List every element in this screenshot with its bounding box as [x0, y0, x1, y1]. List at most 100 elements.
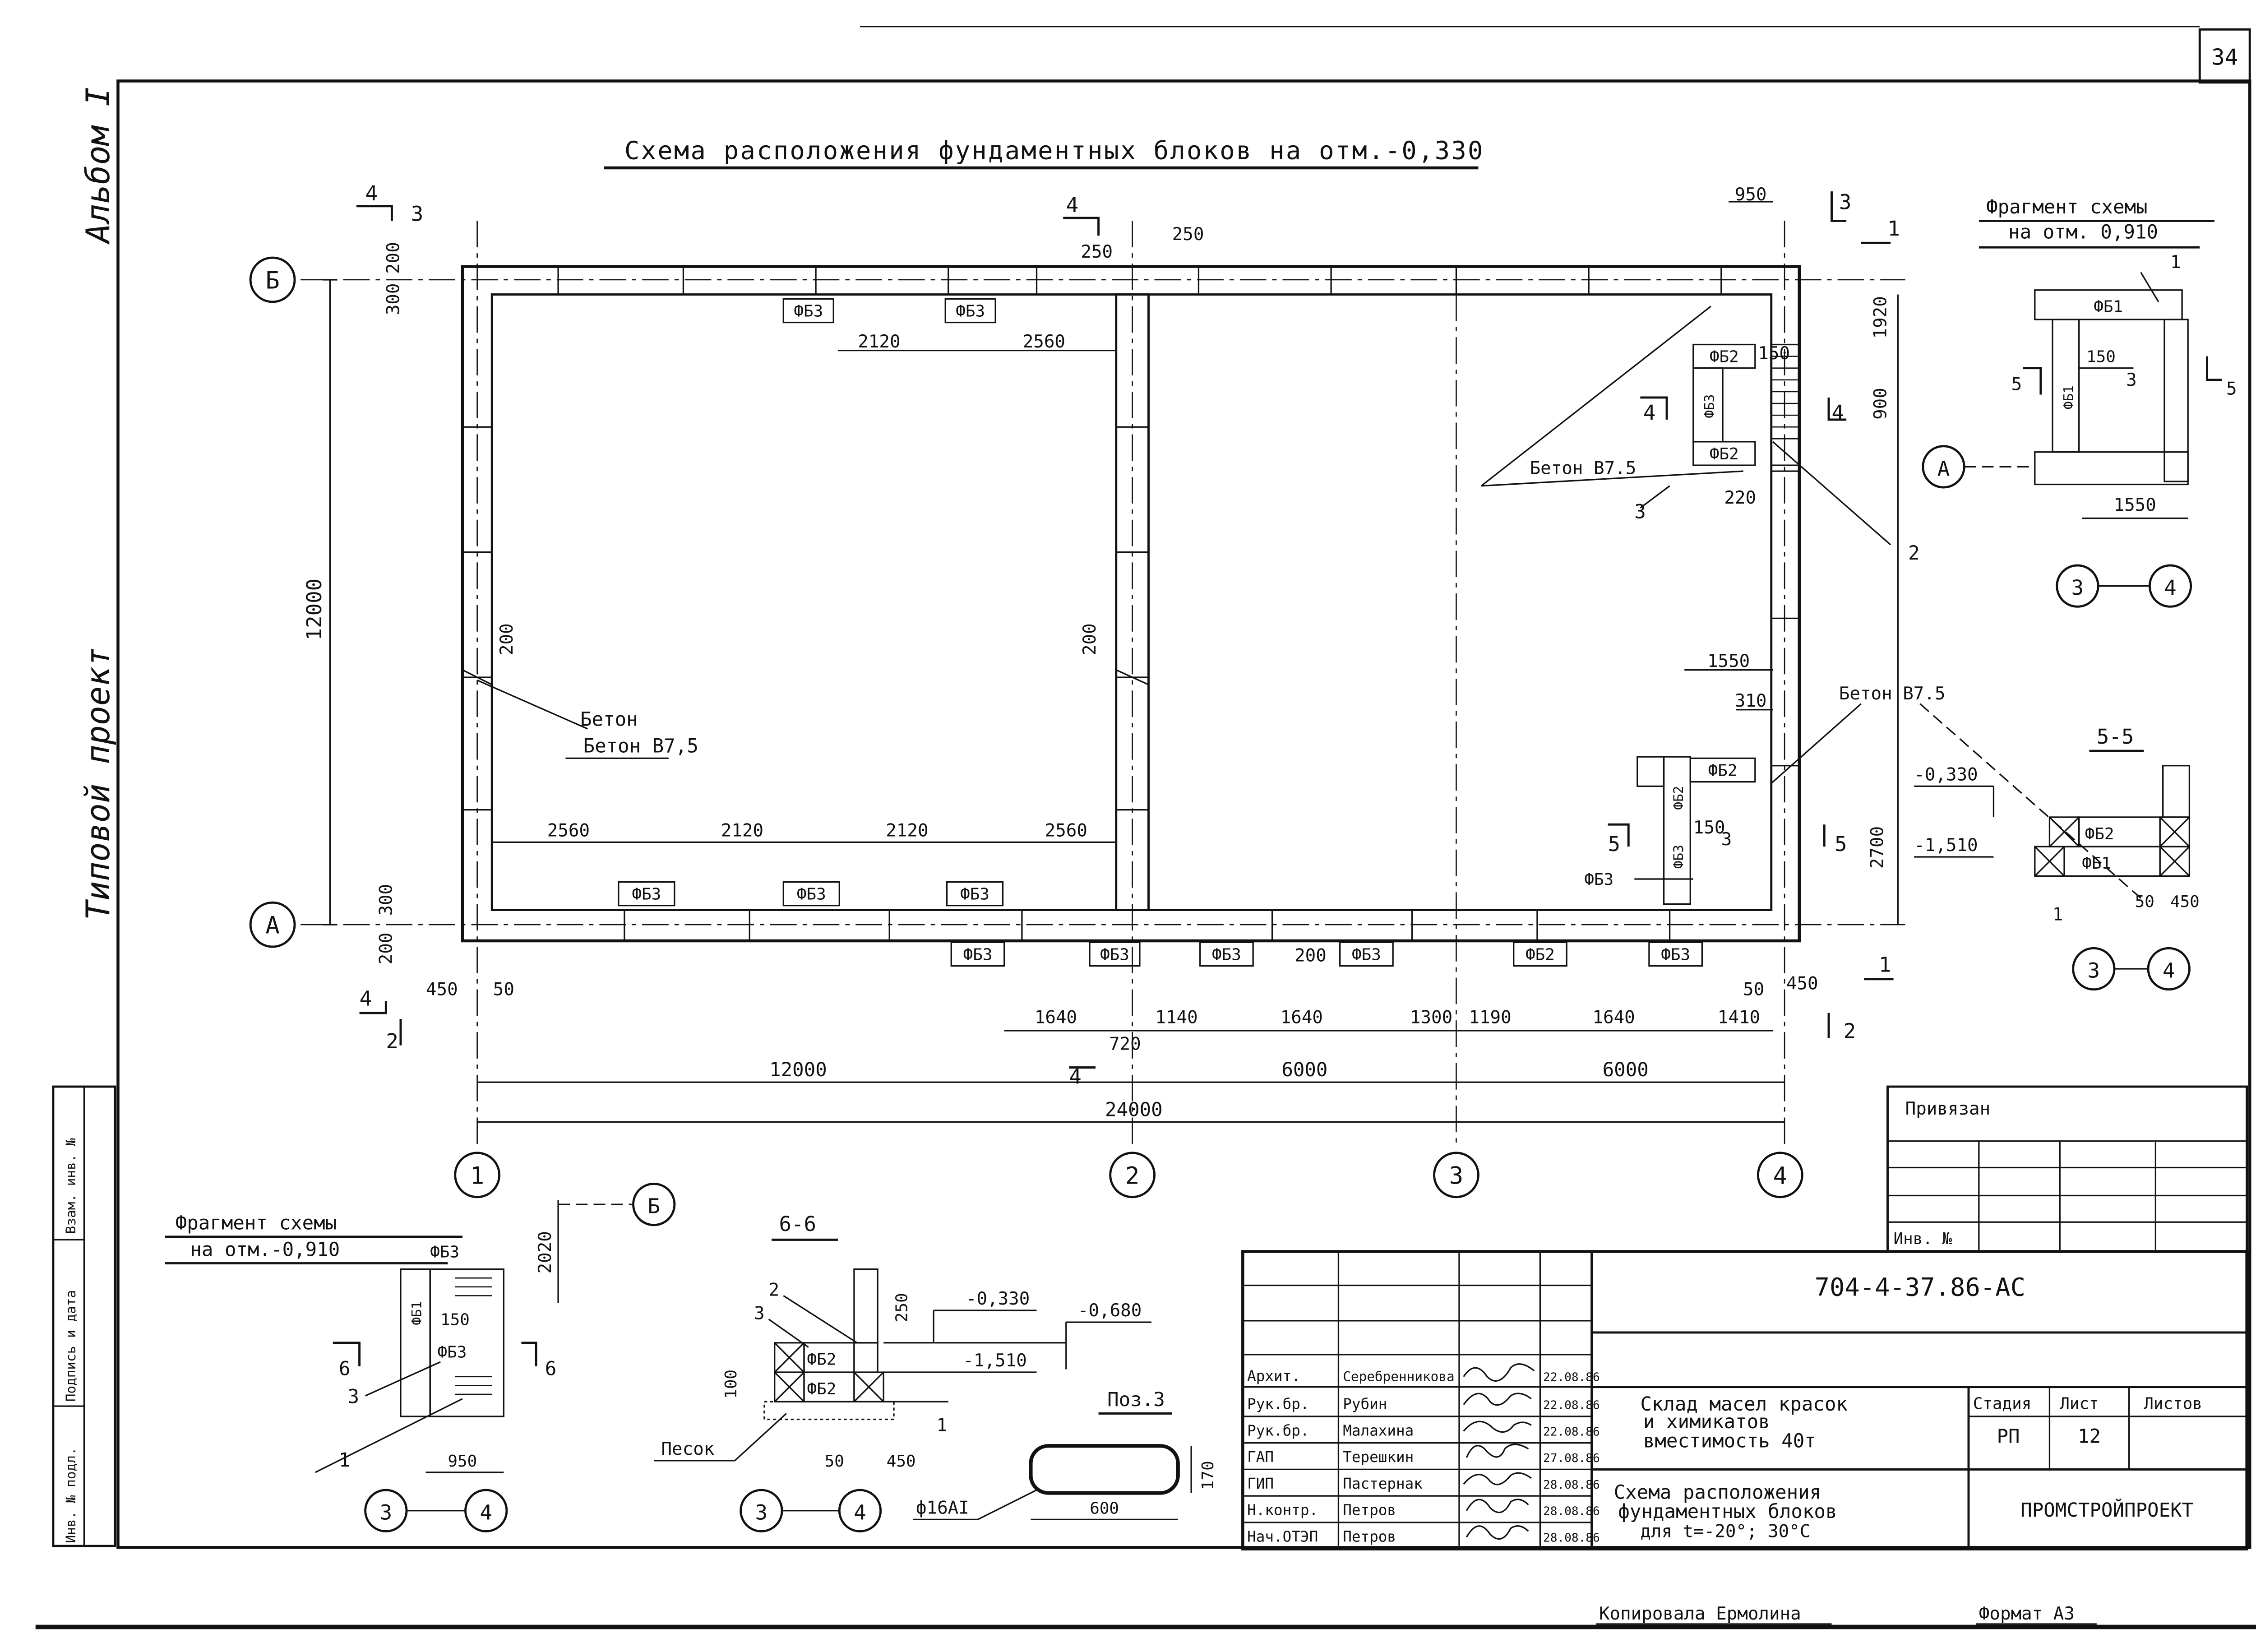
pos3-detail: Поз.3 170 600 ф16АI	[913, 1389, 1217, 1520]
section66-title: 6-6	[779, 1212, 816, 1236]
frag-bottom-title2: на отм.-0,910	[190, 1239, 340, 1261]
axis-label-3-s66: 3	[755, 1500, 768, 1524]
dim: 200	[384, 242, 404, 274]
frag-dim: 950	[448, 1452, 477, 1471]
block-tag: ФБ1	[2082, 854, 2111, 873]
dim: 6000	[1281, 1059, 1327, 1081]
elev: -0,680	[1078, 1300, 1142, 1321]
dim: 200	[1294, 946, 1327, 966]
dim: 1550	[1707, 651, 1750, 671]
dim: 12000	[769, 1059, 827, 1081]
object-name-3: вместимость 40т	[1643, 1430, 1816, 1452]
block-tag: ФБ2	[1671, 786, 1686, 810]
section-mark: 4	[1069, 1065, 1082, 1089]
block-tag: ФБ3	[430, 1243, 459, 1262]
plan-dim-lines	[323, 201, 1899, 1123]
block-tag: ФБ2	[1710, 348, 1739, 366]
block-tag: ФБ3	[797, 885, 826, 904]
dim: 310	[1735, 691, 1767, 711]
tb-name: Рубин	[1343, 1396, 1387, 1413]
page-number: 34	[2211, 45, 2238, 70]
tb-role: Архит.	[1247, 1368, 1300, 1385]
block-tag: ФБ3	[963, 945, 993, 964]
section-mark: 4	[360, 987, 372, 1011]
block-tag: ФБ2	[1710, 445, 1739, 463]
title-block: Привязан Инв. № 704-4-37.86-АС Архит. Се…	[1241, 1085, 2248, 1550]
axis-label-1: 1	[470, 1162, 484, 1189]
frag-dim: 150	[440, 1311, 470, 1329]
dim: 2120	[721, 820, 763, 841]
dim: 2120	[858, 332, 900, 352]
section-5-5: 5-5 ФБ2 ФБ1 -0,330 -1,510 50 450 1 3 4	[1914, 725, 2200, 991]
block-tag: ФБ2	[1526, 945, 1555, 964]
project-type-label: Типовой проект	[79, 647, 117, 920]
axis-label-4: 4	[1773, 1162, 1787, 1189]
block-tag: ФБ3	[632, 885, 661, 904]
leader-mark-2: 2	[1908, 542, 1920, 565]
dim: 900	[1870, 388, 1891, 420]
leader-mark-3: 3	[1634, 501, 1646, 523]
section-cuts: 4 3 4 3 1 4 4 5 5 4 2 4 1 2	[356, 181, 1900, 1089]
sheet-number: 12	[2078, 1426, 2101, 1448]
dim: 1640	[1281, 1008, 1323, 1028]
signatures	[1463, 1363, 1535, 1540]
section-mark: 2	[769, 1280, 780, 1300]
stamp-inv-podl: Инв. № подл.	[63, 1447, 79, 1543]
dim: 1190	[1469, 1008, 1511, 1028]
tb-name: Пастернак	[1343, 1475, 1423, 1492]
block-tag: ФБ3	[794, 302, 823, 321]
block-tag: ФБ2	[1708, 762, 1738, 780]
sheet-name-2: фундаментных блоков	[1618, 1501, 1837, 1523]
dim: 720	[1109, 1034, 1141, 1054]
dim: 2120	[886, 820, 928, 841]
section-mark: 3	[347, 1386, 359, 1408]
section-mark: 1	[2053, 904, 2063, 925]
axis-label-a-frag: А	[1937, 457, 1950, 481]
frag-dim: 1550	[2114, 495, 2156, 515]
stamp-signature-date: Подпись и дата	[63, 1290, 79, 1402]
plan-dim-text: 950 250 250 200 300 2120 2560 1920 150 9…	[302, 185, 1891, 1121]
privyazan: Привязан	[1905, 1099, 1991, 1119]
tb-date: 22.08.86	[1543, 1399, 1600, 1412]
axis-label-3-s55: 3	[2088, 959, 2100, 983]
axis-lines	[300, 221, 1905, 1149]
dim: 300	[376, 884, 396, 916]
section-mark: 5	[2226, 379, 2237, 399]
dim: 250	[1172, 224, 1204, 245]
block-tag: ФБ3	[1100, 945, 1129, 964]
section-mark: 6	[339, 1358, 351, 1380]
inv-no: Инв. №	[1894, 1230, 1952, 1248]
dim: 450	[1786, 974, 1818, 994]
block-tag: ФБ3	[960, 885, 989, 904]
dim: 450	[426, 980, 458, 1000]
section-6-6: 6-6 ФБ2 ФБ2 2 3 250 100 -0,330 -0,680 -1…	[654, 1212, 1152, 1532]
tb-date: 28.08.86	[1543, 1505, 1600, 1518]
block-tag: ФБ2	[2085, 825, 2114, 843]
section-mark: 1	[937, 1416, 948, 1436]
rebar-label: ф16АI	[916, 1498, 969, 1518]
axis-label-2: 2	[1125, 1162, 1139, 1189]
axis-label-3-fragb: 3	[380, 1500, 393, 1524]
frag-dim: 2020	[535, 1231, 555, 1273]
elev: -0,330	[966, 1289, 1030, 1309]
plan-walls	[461, 265, 1801, 943]
frag-top-title1: Фрагмент схемы	[1986, 196, 2147, 218]
block-tag: ФБ1	[2061, 385, 2076, 409]
section-mark: 2	[1844, 1019, 1856, 1043]
margin-stamp: Инв. № подл. Подпись и дата Взам. инв. №	[52, 1085, 116, 1547]
frag-dim: 450	[2170, 893, 2200, 911]
object-name-1: Склад масел красок	[1640, 1393, 1848, 1416]
block-tag: ФБ3	[1701, 394, 1717, 418]
detail-upper-right: ФБ2 ФБ2 ФБ3 Бетон В7.5	[1480, 305, 1800, 487]
block-tag: ФБ3	[1661, 945, 1690, 964]
pos3-title: Поз.3	[1107, 1389, 1165, 1411]
beton-label-left: Бетон	[580, 709, 638, 731]
section-mark: 5	[1608, 832, 1621, 856]
section-mark: 5	[2011, 375, 2022, 395]
section55-title: 5-5	[2097, 725, 2134, 749]
tb-role: ГИП	[1247, 1475, 1274, 1492]
pesok-label: Песок	[661, 1439, 714, 1459]
dim: 1640	[1592, 1008, 1635, 1028]
sheets-label: Листов	[2144, 1395, 2202, 1413]
